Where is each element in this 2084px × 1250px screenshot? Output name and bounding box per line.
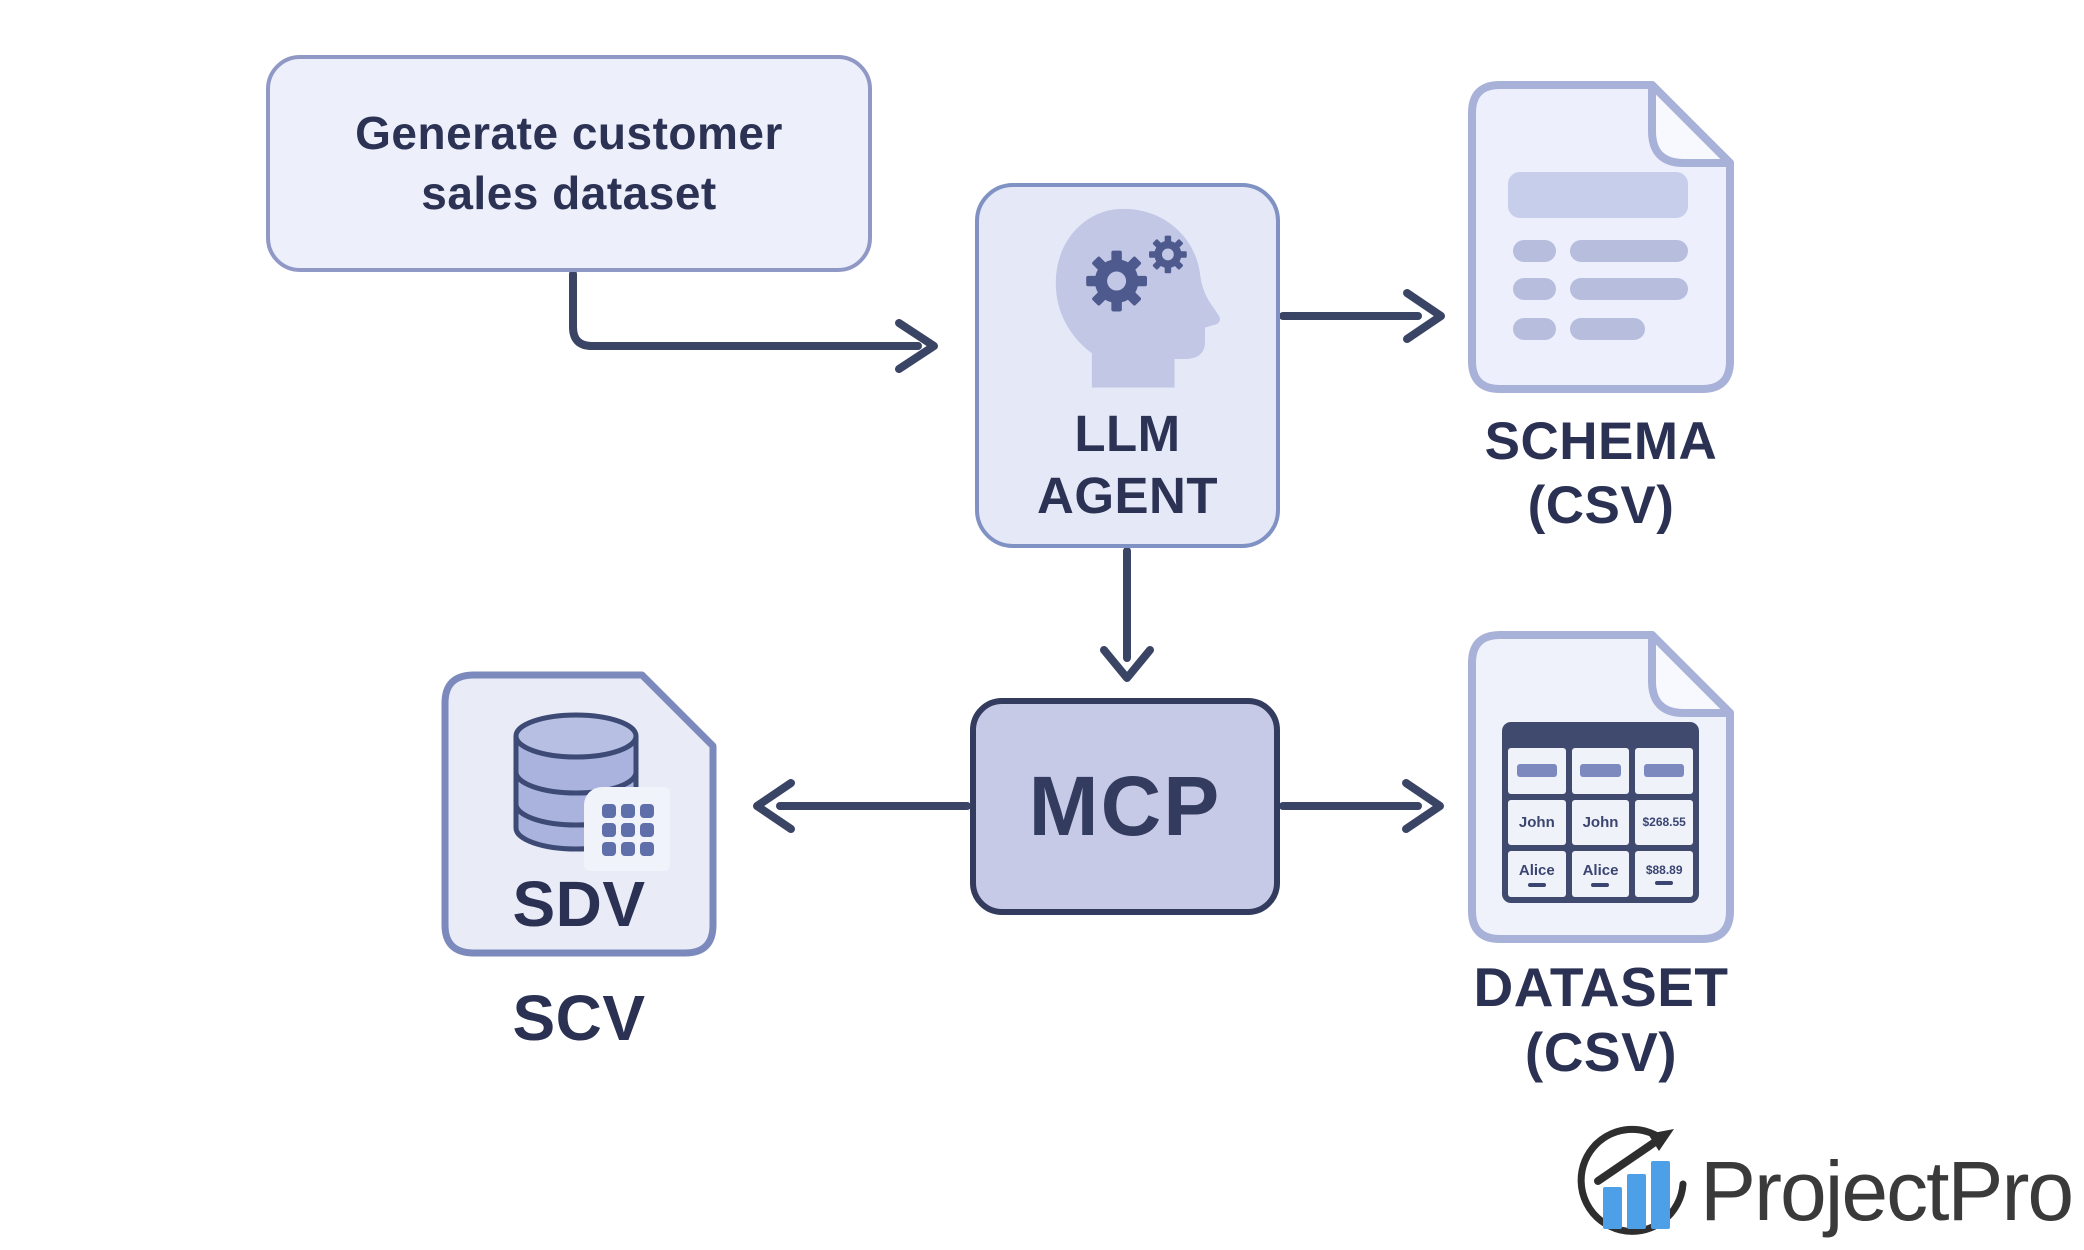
llm-line1: LLM [1074, 405, 1181, 462]
arrowhead-right-icon [1402, 779, 1444, 833]
edge-prompt-to-llm [569, 270, 922, 350]
table-header-cell [1571, 748, 1630, 794]
schema-pill [1570, 240, 1688, 262]
schema-pill [1513, 318, 1556, 340]
arrowhead-right-icon [895, 319, 938, 373]
logo-arrow-shaft [1594, 1136, 1662, 1185]
scribble-mark [1655, 881, 1674, 886]
table-cell: John [1571, 799, 1630, 846]
dataset-table-icon: John John $268.55 Alice Alice $88.89 [1502, 722, 1699, 903]
scribble-mark [1591, 882, 1610, 887]
table-cell: $268.55 [1635, 799, 1693, 846]
sdv-caption: SCV [512, 982, 646, 1054]
schema-subtitle: (CSV) [1527, 475, 1675, 535]
gear-large-icon [1085, 250, 1147, 312]
table-cell: Alice [1571, 851, 1630, 897]
logo-bar [1603, 1187, 1622, 1229]
schema-title: SCHEMA [1484, 412, 1718, 471]
schema-label: SCHEMA (CSV) [1441, 410, 1761, 537]
head-gears-icon [1055, 208, 1220, 388]
llm-label: LLM AGENT [1037, 403, 1218, 527]
schema-pill [1513, 278, 1556, 300]
logo-wordmark: ProjectPro [1700, 1144, 2074, 1238]
prompt-line1: Generate customer [355, 106, 783, 159]
schema-pill [1570, 278, 1688, 300]
dataset-label: DATASET (CSV) [1441, 955, 1761, 1085]
dataset-title: DATASET [1473, 956, 1729, 1018]
mcp-label: MCP [1028, 759, 1222, 853]
schema-document-icon [1468, 81, 1734, 393]
schema-pill [1513, 240, 1556, 262]
llm-agent-node: LLM AGENT [975, 183, 1280, 548]
prompt-line2: sales dataset [421, 166, 717, 219]
db-band [513, 771, 639, 796]
gear-small-icon [1148, 235, 1187, 274]
prompt-node: Generate customer sales dataset [266, 55, 872, 272]
table-cell: $88.89 [1635, 851, 1693, 897]
dataset-table-grid: John John $268.55 Alice Alice $88.89 [1508, 748, 1693, 897]
growth-chart-circle-icon [1577, 1125, 1687, 1235]
scribble-mark [1527, 882, 1546, 887]
mcp-node: MCP [970, 698, 1280, 915]
table-header-cell [1635, 748, 1693, 794]
arrowhead-left-icon [753, 779, 795, 833]
sdv-dots-panel [584, 787, 670, 871]
logo-bar [1651, 1161, 1670, 1229]
db-top [513, 712, 639, 760]
schema-bar [1508, 172, 1688, 218]
table-cell: John [1508, 799, 1566, 846]
logo-arrowhead [1648, 1129, 1674, 1151]
logo-bar [1627, 1174, 1646, 1229]
doc-fold [1648, 631, 1734, 717]
dataset-subtitle: (CSV) [1524, 1020, 1678, 1083]
llm-line2: AGENT [1037, 467, 1218, 525]
sdv-label: SDV [512, 868, 646, 940]
arrowhead-right-icon [1403, 289, 1445, 343]
table-header-cell [1508, 748, 1566, 794]
doc-fold [1648, 81, 1734, 167]
schema-pill [1570, 318, 1645, 340]
arrowhead-down-icon [1100, 646, 1154, 682]
dot-grid-icon [602, 804, 654, 856]
table-cell: Alice [1508, 851, 1566, 897]
